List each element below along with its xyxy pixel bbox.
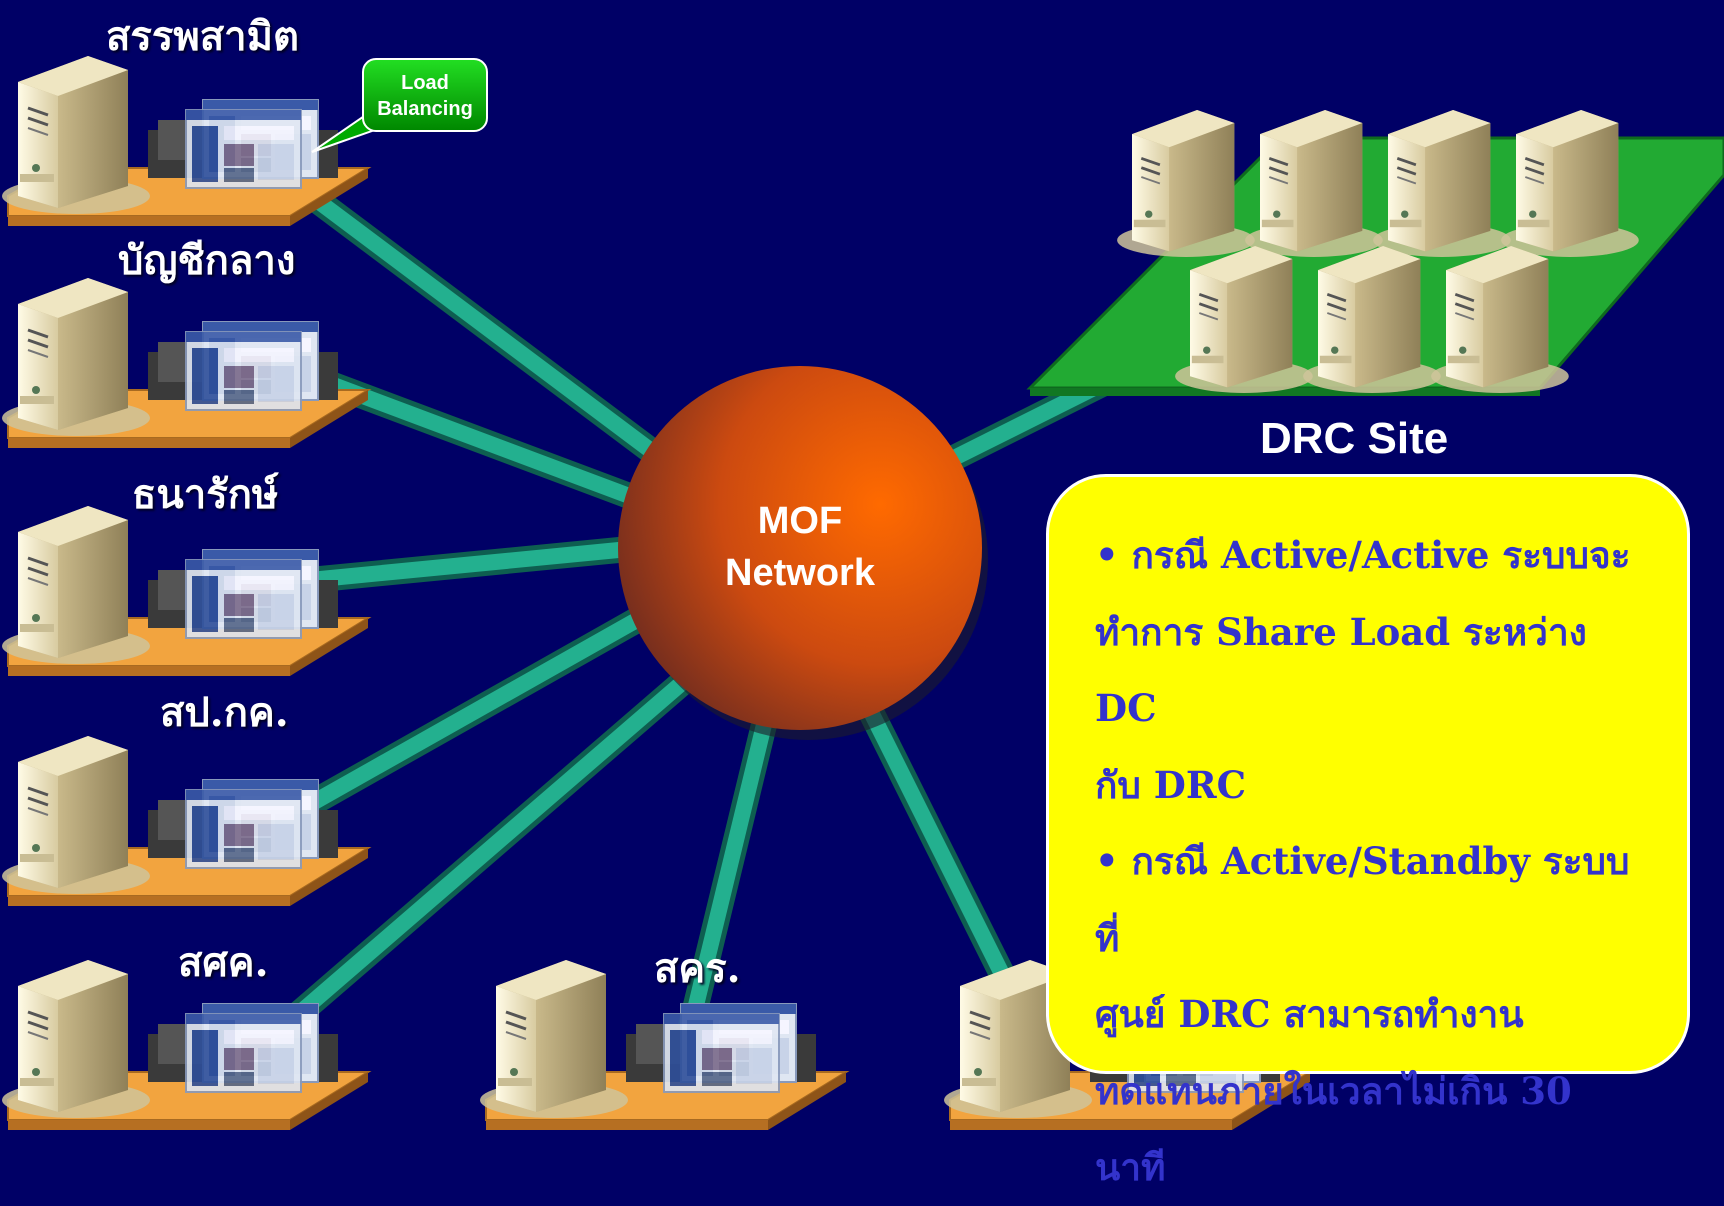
station-treasury	[2, 506, 368, 676]
hub-label-line-2: Network	[725, 552, 875, 594]
link-cgd-highlight	[317, 372, 683, 523]
drc-site-label: DRC Site	[1260, 414, 1449, 463]
hub-label-line-1: MOF	[757, 500, 843, 542]
network-links	[271, 169, 1156, 1040]
network-diagram	[0, 0, 1724, 1144]
link-treasury-highlight	[309, 537, 671, 588]
load-balancing-callout: Load Balancing	[362, 58, 488, 132]
drc-server-icon	[1501, 110, 1639, 257]
site-label-treasury: ธนารักษ์	[132, 471, 279, 518]
note-line: ทดแทนภายในเวลาไม่เกิน 30	[1095, 1068, 1572, 1113]
site-label-sepo: สคร.	[654, 945, 741, 992]
link-fpo-highlight	[274, 643, 726, 1037]
drc-server-icon	[1117, 110, 1255, 257]
drc-server-icon	[1303, 246, 1441, 393]
drc-server-icon	[1373, 110, 1511, 257]
station-excise	[2, 56, 368, 226]
station-ops	[2, 736, 368, 906]
info-note: • กรณี Active/Active ระบบจะ ทำการ Share …	[1046, 474, 1690, 1189]
note-line: กับ DRC	[1095, 762, 1247, 807]
link-ops-highlight	[296, 583, 694, 817]
link-excise-highlight	[285, 173, 695, 487]
drc-server-icon	[1175, 246, 1313, 393]
site-label-fpo: สศค.	[178, 939, 269, 986]
site-label-cgd: บัญชีกลาง	[118, 237, 296, 284]
note-line: นาที	[1095, 1145, 1166, 1189]
station-cgd	[2, 278, 368, 448]
link-dc-highlight	[852, 686, 1018, 994]
note-line: • กรณี Active/Active ระบบจะ	[1095, 533, 1631, 577]
callout-line-1: Load	[401, 72, 449, 94]
drc-site	[1026, 110, 1724, 396]
drc-server-icon	[1431, 246, 1569, 393]
callout-line-2: Balancing	[377, 98, 473, 120]
note-line: ทำการ Share Load ระหว่าง DC	[1095, 609, 1587, 731]
note-line: ศูนย์ DRC สามารถทำงาน	[1095, 992, 1524, 1036]
note-line: • กรณี Active/Standby ระบบที่	[1095, 839, 1630, 960]
mof-network-hub	[618, 366, 988, 740]
site-label-ops: สป.กค.	[160, 689, 289, 736]
site-label-excise: สรรพสามิต	[106, 13, 299, 60]
link-sepo-highlight	[682, 698, 778, 1032]
drc-server-icon	[1245, 110, 1383, 257]
hub-label: MOF Network	[640, 495, 960, 599]
